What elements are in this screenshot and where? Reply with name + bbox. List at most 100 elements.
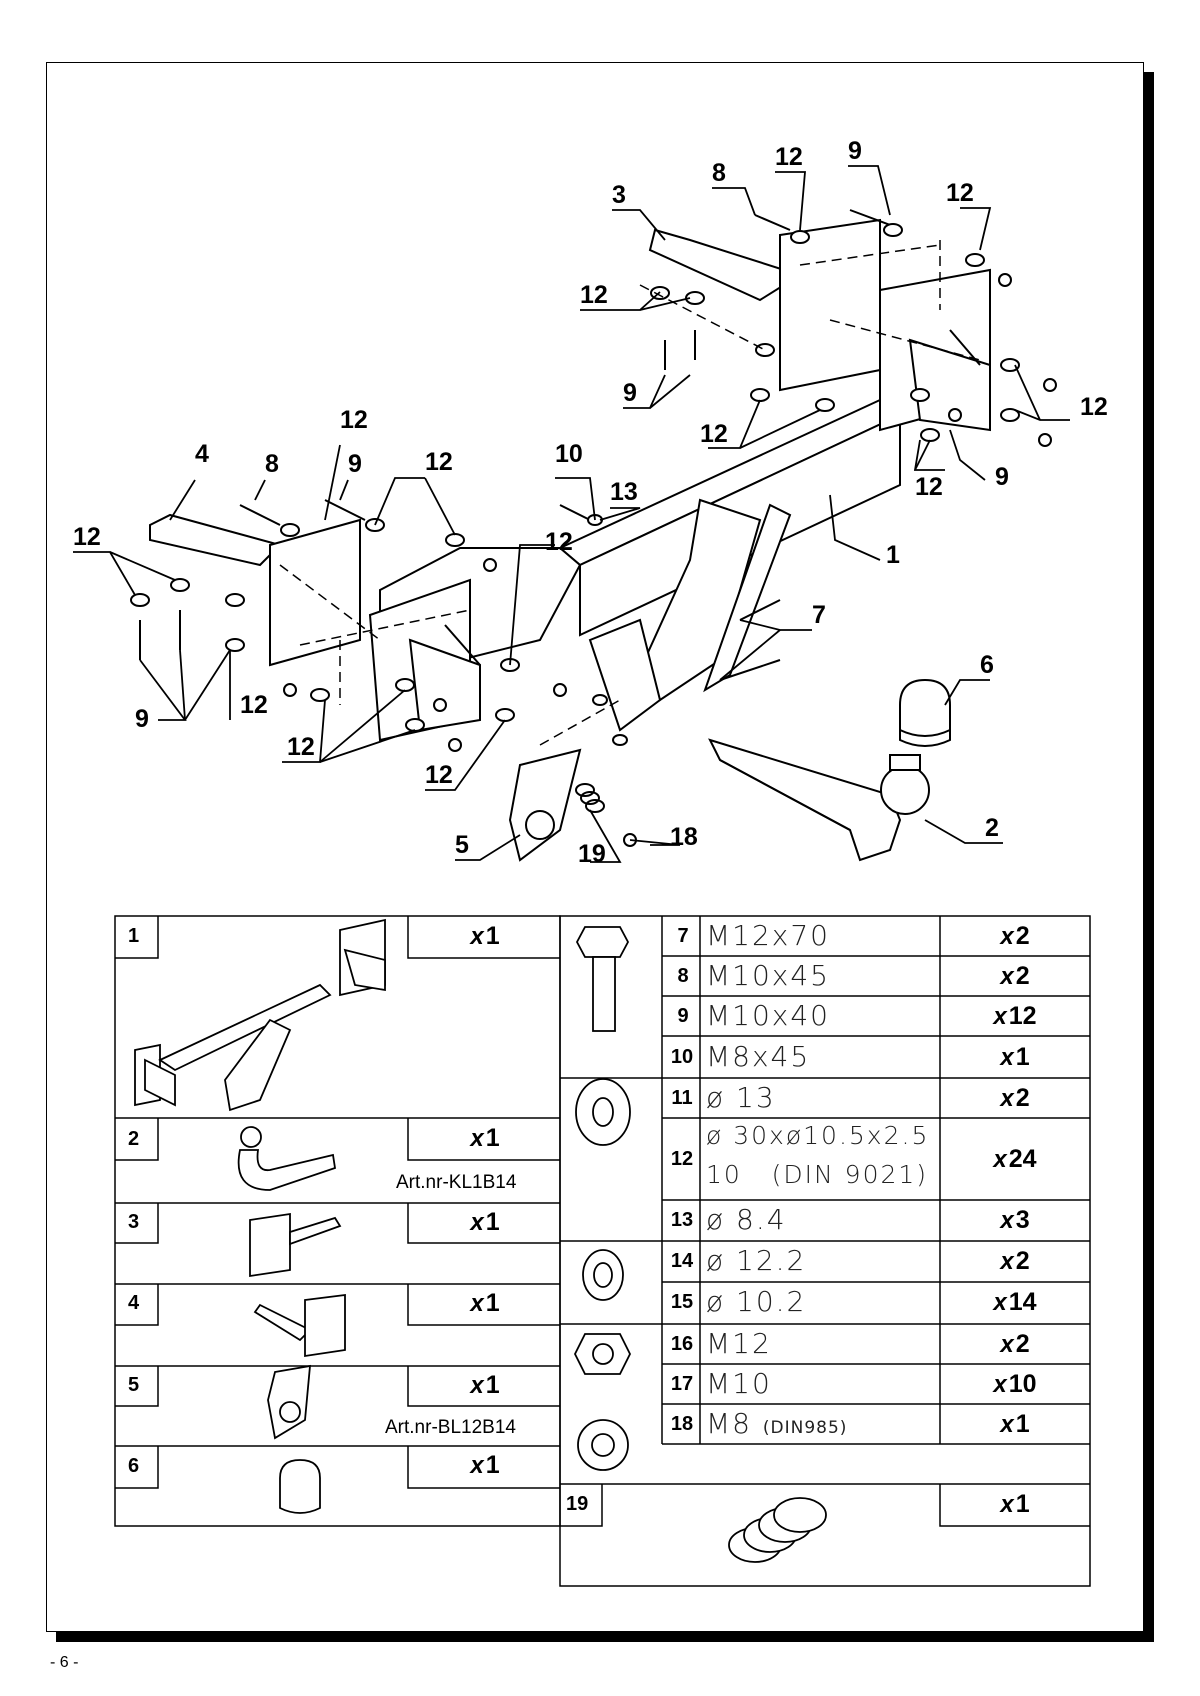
- callout-10: 10: [555, 440, 583, 468]
- callout-12: 12: [240, 691, 268, 719]
- callout-7: 7: [812, 601, 826, 629]
- hw-13-qty: x3: [1000, 1206, 1030, 1234]
- callout-12: 12: [700, 420, 728, 448]
- spring-qty: x1: [1000, 1490, 1030, 1518]
- callout-9: 9: [348, 450, 362, 478]
- callout-9: 9: [995, 463, 1009, 491]
- hw-18-spec: M8 (DIN985): [706, 1407, 848, 1440]
- callout-5: 5: [455, 831, 469, 859]
- right-bracket: [648, 218, 991, 432]
- spring-number: 19: [566, 1493, 589, 1515]
- callout-18: 18: [670, 823, 698, 851]
- hw-10-qty: x1: [1000, 1043, 1030, 1071]
- part-5-qty: x1: [470, 1371, 500, 1399]
- page-number: - 6 -: [50, 1654, 79, 1671]
- hw-17-qty: x10: [993, 1370, 1037, 1398]
- hw-14-qty: x2: [1000, 1247, 1030, 1275]
- callout-2: 2: [985, 814, 999, 842]
- part-2-number: 2: [128, 1128, 140, 1150]
- thumb-part-1: [134, 918, 386, 1112]
- hw-11-qty: x2: [1000, 1084, 1030, 1112]
- thumb-lock-nut: [577, 1419, 629, 1471]
- callout-12: 12: [775, 143, 803, 171]
- callout-12: 12: [287, 733, 315, 761]
- ball-arm: [708, 738, 930, 862]
- callout-12: 12: [1080, 393, 1108, 421]
- hw-13-number: 13: [670, 1209, 694, 1231]
- assembly-axes: [279, 240, 981, 746]
- thumb-part-2: [237, 1126, 337, 1191]
- hw-14-number: 14: [670, 1250, 694, 1272]
- callout-12: 12: [915, 473, 943, 501]
- hw-12-spec-din: 10 (DIN 9021): [706, 1160, 929, 1189]
- callout-8: 8: [265, 450, 279, 478]
- bolts: [139, 209, 891, 681]
- callout-12: 12: [580, 281, 608, 309]
- hw-12-qty: x24: [993, 1145, 1037, 1173]
- hw-15-number: 15: [670, 1291, 694, 1313]
- hw-9-qty: x12: [993, 1002, 1037, 1030]
- callout-1: 1: [886, 541, 900, 569]
- thumb-nut: [573, 1333, 632, 1375]
- thumb-spring: [728, 1497, 827, 1563]
- part-3-qty: x1: [470, 1208, 500, 1236]
- callout-13: 13: [610, 478, 638, 506]
- hw-10-number: 10: [670, 1046, 694, 1068]
- hw-15-spec: ø 10.2: [706, 1285, 807, 1318]
- hw-7-spec: M12x70: [706, 919, 830, 952]
- thumb-part-3: [249, 1212, 342, 1278]
- callout-12: 12: [425, 761, 453, 789]
- thumb-part-4: [253, 1293, 346, 1358]
- hw-16-number: 16: [670, 1333, 694, 1355]
- part-3-number: 3: [128, 1211, 140, 1233]
- cover-cap: [899, 678, 951, 747]
- thumb-washer: [575, 1078, 631, 1146]
- callout-6: 6: [980, 651, 994, 679]
- hw-10-spec: M8x45: [706, 1040, 811, 1073]
- part-1-qty: x1: [470, 922, 500, 950]
- hw-8-number: 8: [677, 965, 689, 987]
- left-bracket: [149, 513, 481, 742]
- callout-12: 12: [545, 528, 573, 556]
- callout-12: 12: [425, 448, 453, 476]
- thumb-lock-washer: [582, 1249, 624, 1301]
- hw-9-number: 9: [677, 1005, 689, 1027]
- nuts: [283, 273, 1057, 847]
- spring: [575, 783, 605, 813]
- part-4-number: 4: [128, 1292, 140, 1314]
- hw-8-spec: M10x45: [706, 959, 830, 992]
- callout-12: 12: [73, 523, 101, 551]
- hw-17-number: 17: [670, 1373, 694, 1395]
- thumb-part-6: [279, 1459, 321, 1514]
- hw-11-number: 11: [671, 1087, 693, 1109]
- callout-12: 12: [946, 179, 974, 207]
- callout-9: 9: [135, 705, 149, 733]
- callout-4: 4: [195, 440, 209, 468]
- callout-8: 8: [712, 159, 726, 187]
- hw-9-spec: M10x40: [706, 999, 830, 1032]
- hw-17-spec: M10: [706, 1367, 772, 1400]
- part-4-qty: x1: [470, 1289, 500, 1317]
- part-5-number: 5: [128, 1374, 140, 1396]
- part-2-article-number: Art.nr-KL1B14: [396, 1172, 517, 1193]
- hw-12-number: 12: [670, 1148, 694, 1170]
- hw-7-qty: x2: [1000, 922, 1030, 950]
- hw-13-spec: ø 8.4: [706, 1203, 787, 1236]
- leader-lines: [73, 165, 1070, 863]
- hw-14-spec: ø 12.2: [706, 1244, 807, 1277]
- thumb-bolt: [575, 926, 630, 1032]
- callout-19: 19: [578, 840, 606, 868]
- hw-18-qty: x1: [1000, 1410, 1030, 1438]
- thumb-part-5: [267, 1364, 312, 1440]
- callout-labels: 3 8 12 9 12 12 9 12 12 12 9 4 8 12 9 12 …: [73, 137, 1108, 868]
- callout-3: 3: [612, 181, 626, 209]
- part-2-qty: x1: [470, 1124, 500, 1152]
- part-6-number: 6: [128, 1455, 140, 1477]
- part-1-number: 1: [128, 925, 140, 947]
- callout-9: 9: [623, 379, 637, 407]
- part-5-article-number: Art.nr-BL12B14: [385, 1417, 516, 1438]
- hw-8-qty: x2: [1000, 962, 1030, 990]
- hw-7-number: 7: [677, 925, 689, 947]
